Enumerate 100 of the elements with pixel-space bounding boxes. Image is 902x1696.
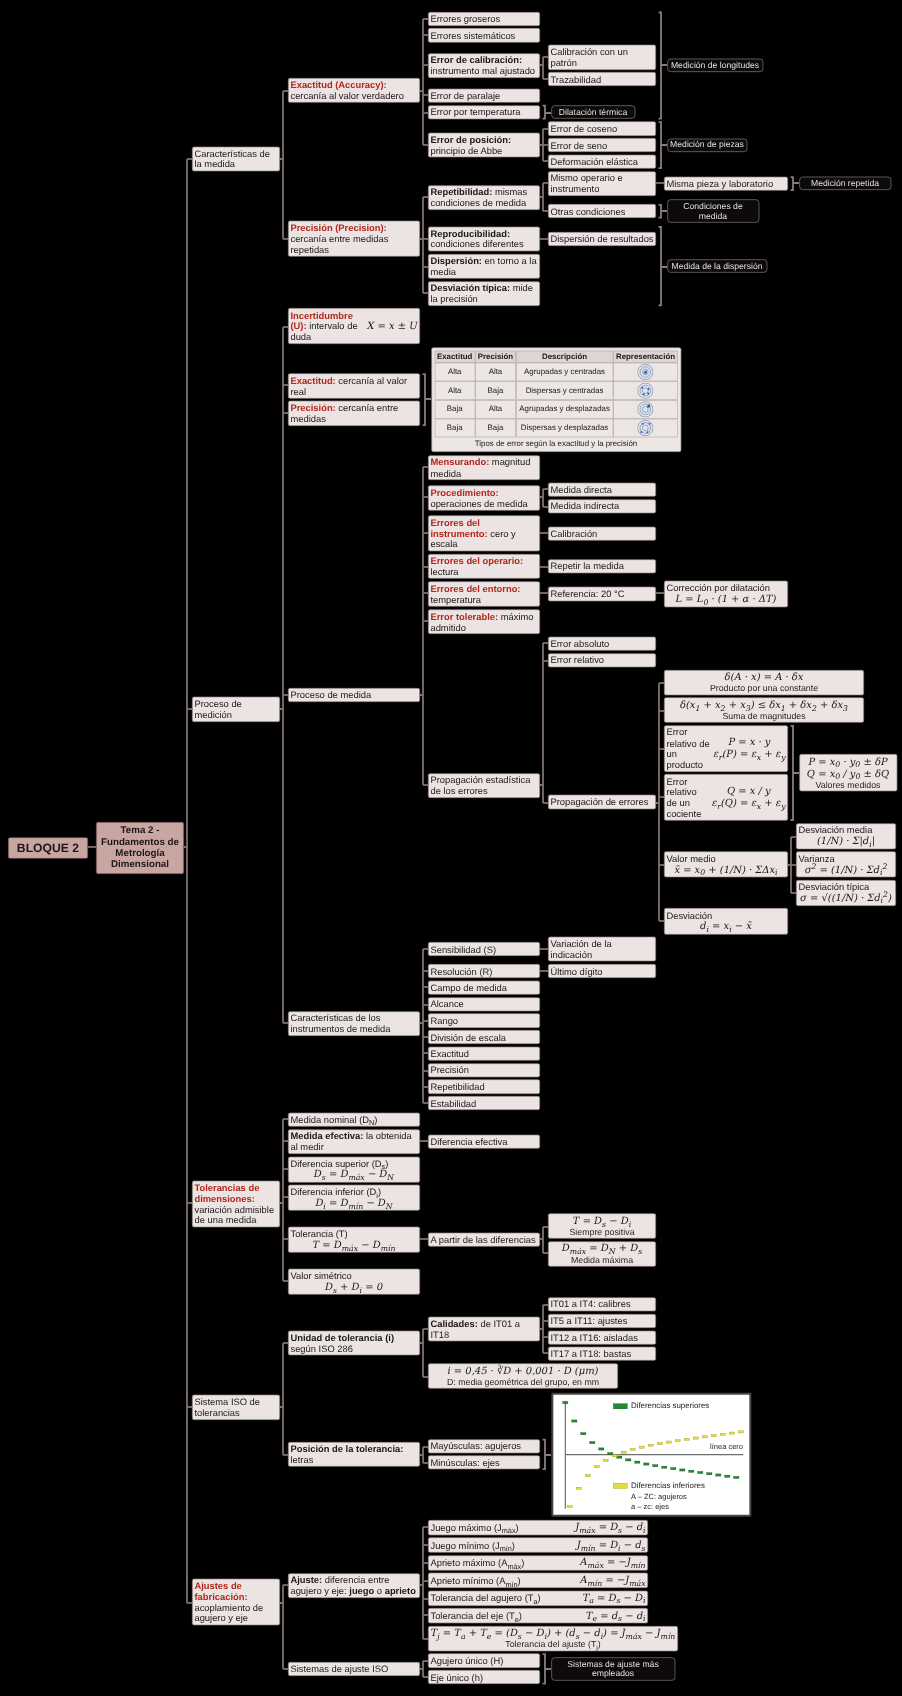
topic-box [288, 373, 420, 399]
connector-line [186, 1602, 193, 1604]
topic-box [548, 1346, 656, 1361]
formula-box [664, 581, 788, 607]
topic-box [288, 77, 420, 103]
root-topic [8, 837, 88, 859]
connector-line [422, 238, 429, 240]
connector-line [422, 1020, 429, 1022]
connector-line [422, 592, 429, 594]
connector-line [658, 748, 665, 750]
formula-box [796, 879, 896, 906]
topic-box [428, 1134, 540, 1149]
topic-box [428, 980, 540, 995]
topic-box [288, 1129, 420, 1155]
connector-line [282, 1140, 289, 1142]
table-panel [431, 347, 681, 452]
connector-line [542, 56, 549, 58]
connector-line [790, 892, 797, 894]
connector-line [542, 802, 549, 804]
topic-box [428, 553, 540, 579]
connector-line [422, 1004, 429, 1006]
connector-line [186, 708, 193, 710]
connector-line [419, 1328, 424, 1378]
connector-line [419, 1660, 424, 1678]
topic-box [428, 997, 540, 1012]
formula-box [664, 669, 864, 696]
topic-box [548, 559, 656, 574]
topic-box [428, 88, 540, 103]
topic-box [428, 1439, 540, 1454]
connector-line [186, 1202, 193, 1204]
topic-box [192, 1395, 280, 1420]
connector-line [422, 1562, 429, 1564]
topic-box [428, 1096, 540, 1111]
topic-box [548, 138, 656, 153]
connector-line [658, 710, 665, 712]
summary-box [667, 199, 759, 223]
formula-box [664, 697, 864, 723]
connector-line [422, 1036, 429, 1038]
formula-box [288, 308, 420, 344]
topic-box [664, 176, 788, 191]
topic-box [548, 1313, 656, 1328]
connector-line [790, 836, 797, 838]
topic-box [288, 1112, 420, 1127]
connector-line [282, 238, 289, 240]
connector-line [539, 488, 544, 508]
formula-box [548, 1241, 656, 1267]
connector-line [790, 864, 797, 866]
formula-box [428, 1590, 648, 1606]
connector-line [658, 796, 665, 798]
topic-box [428, 1030, 540, 1045]
formula-box [428, 1555, 648, 1571]
connector-line [422, 1660, 429, 1662]
connector-line [542, 144, 549, 146]
topic-box [548, 936, 656, 962]
topic-box [548, 72, 656, 87]
connector-line [422, 986, 429, 988]
topic-box [288, 687, 420, 702]
formula-box [664, 908, 788, 935]
connector-line [542, 182, 549, 184]
topic-box [428, 132, 540, 158]
topic-box [192, 696, 280, 722]
connector-line [422, 1638, 429, 1640]
connector-line [422, 466, 429, 468]
connector-line [422, 1376, 429, 1378]
connector-line [282, 1280, 289, 1282]
formula-box [428, 1363, 618, 1389]
topic-box [548, 526, 656, 541]
topic-box [428, 942, 540, 957]
connector-line [422, 566, 429, 568]
connector-line [422, 1052, 429, 1054]
connector-line [542, 488, 549, 490]
topic-box [192, 1578, 280, 1626]
topic-box [288, 220, 420, 257]
connector-line [282, 90, 289, 92]
connector-line [282, 1118, 289, 1120]
topic-box [548, 44, 656, 70]
connector-line [282, 1668, 289, 1670]
connector-line [542, 210, 549, 212]
topic-box [428, 1455, 540, 1470]
connector-line [422, 64, 429, 66]
connector-line [422, 1462, 429, 1464]
summary-box [551, 105, 635, 119]
connector-line [542, 660, 549, 662]
connector-line [655, 682, 660, 922]
connector-line [183, 158, 188, 1604]
connector-line [186, 158, 193, 160]
connector-line [539, 128, 544, 162]
connector-line [422, 18, 429, 20]
connector-line [279, 326, 284, 1024]
connector-line [282, 1238, 289, 1240]
topic-box [288, 1661, 420, 1676]
topic-box [548, 964, 656, 979]
connector-line [542, 1336, 549, 1338]
connector-line [186, 1406, 193, 1408]
connector-line [282, 412, 289, 414]
connector-line [422, 266, 429, 268]
topic-box [548, 482, 656, 497]
connector-line [282, 384, 289, 386]
connector-line [422, 1580, 429, 1582]
topic-box [428, 1079, 540, 1094]
